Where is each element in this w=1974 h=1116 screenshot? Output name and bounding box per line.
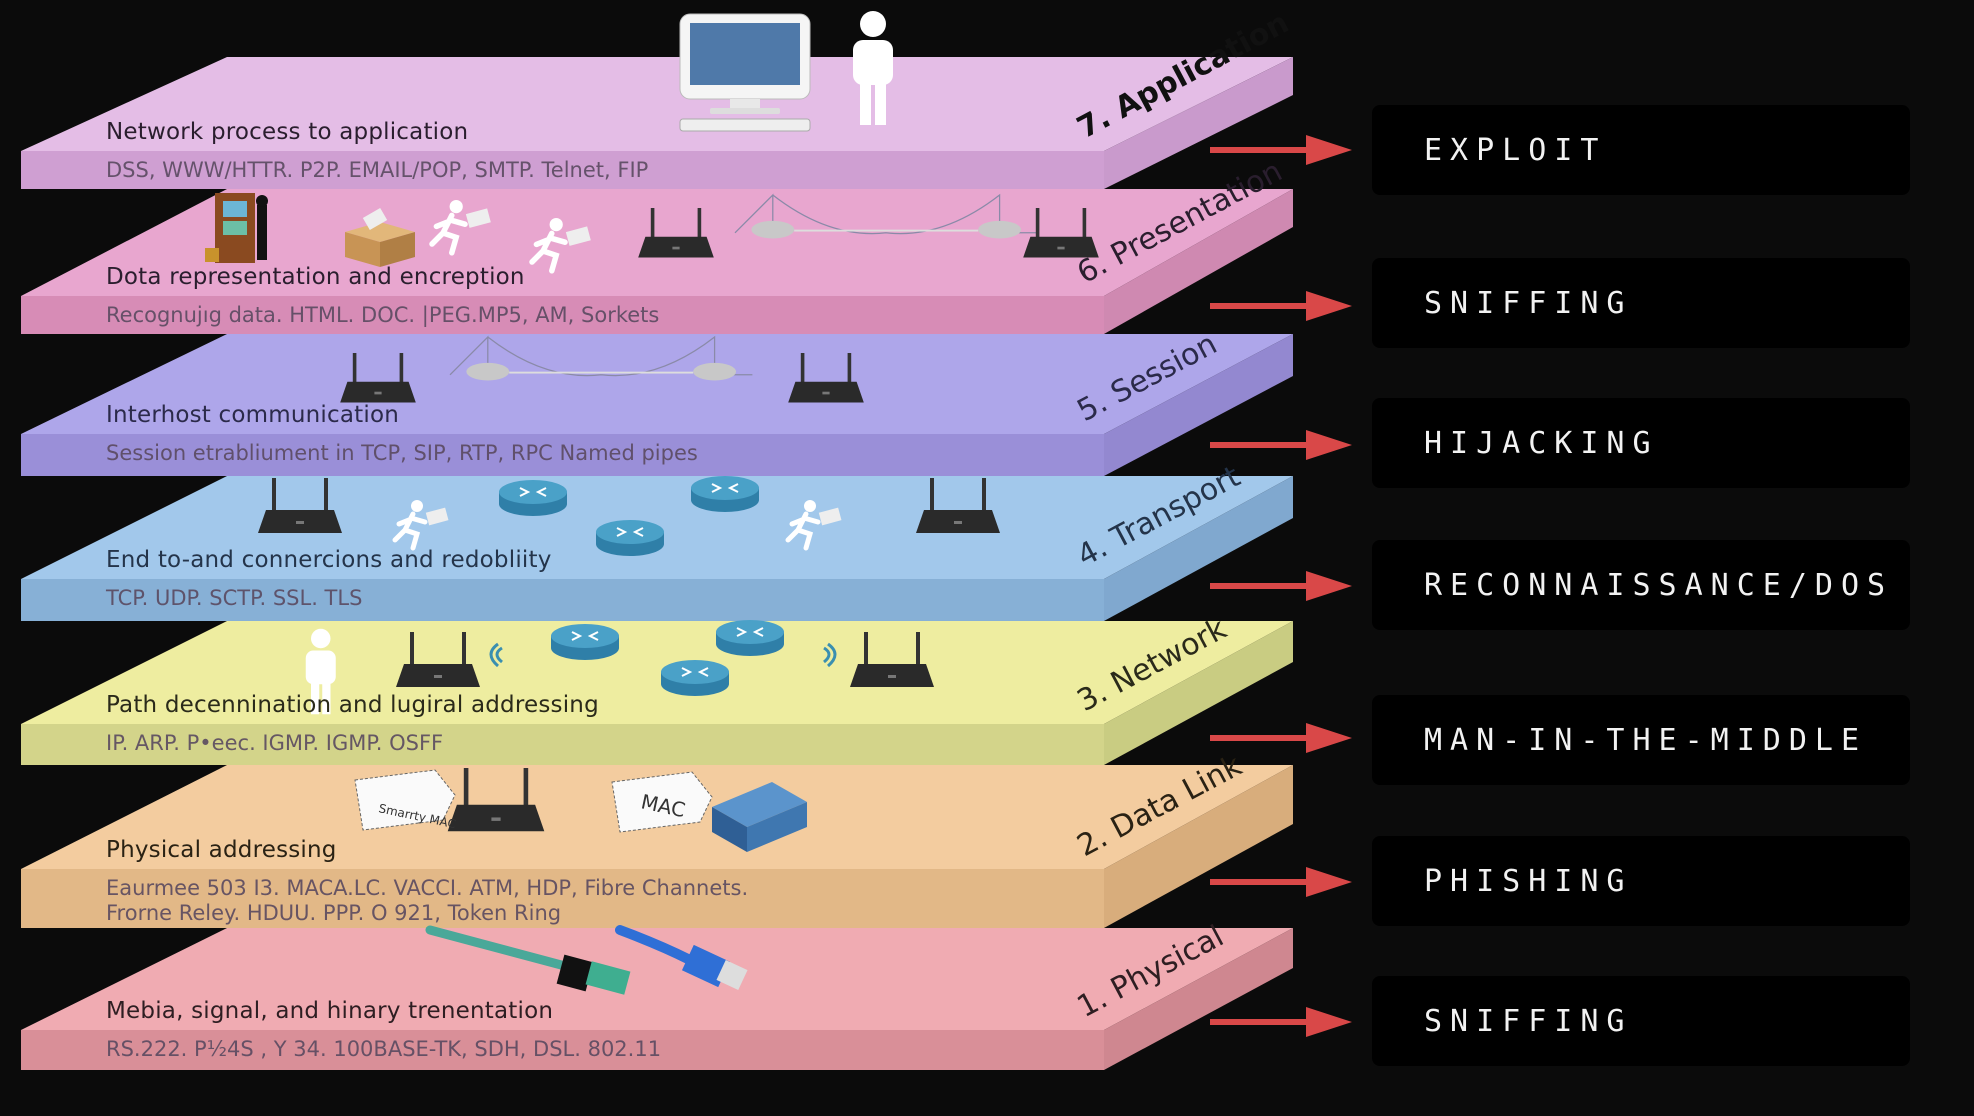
layer-description: Interhost communication: [106, 402, 400, 428]
attack-label: MAN-IN-THE-MIDDLE: [1424, 722, 1868, 758]
computer-icon: [679, 13, 811, 132]
wifi-icon: [823, 642, 837, 668]
arrow-icon: [1210, 135, 1352, 165]
layer-side-face: [1104, 334, 1293, 476]
box-icon: [345, 207, 415, 267]
attack-box: SNIFFING: [1372, 258, 1910, 348]
layer-1: [21, 925, 1293, 1070]
attack-label: HIJACKING: [1424, 425, 1659, 461]
attack-label: SNIFFING: [1424, 1003, 1633, 1039]
arrow-icon: [1210, 723, 1352, 753]
layer-protocols: Recognujıg data. HTML. DOC. |PEG.MP5, AM…: [106, 303, 660, 327]
router-icon: [396, 632, 480, 687]
attack-label: PHISHING: [1424, 863, 1633, 899]
attack-box: HIJACKING: [1372, 398, 1910, 488]
layer-7: [21, 11, 1293, 189]
router-icon: [340, 353, 416, 403]
wifi-icon: [489, 642, 503, 668]
router-icon: [258, 478, 342, 533]
layer-top-face: [21, 621, 1293, 724]
mac-tag-icon: [354, 769, 456, 831]
router-disc-icon: [499, 480, 567, 516]
layer-side-face: [1104, 621, 1293, 765]
layer-protocols: RS.222. P½4S , Y 34. 100BASE-TK, SDH, DS…: [106, 1037, 662, 1061]
person-icon: [305, 628, 336, 715]
runner-icon: [429, 200, 491, 256]
arrow-icon: [1210, 867, 1352, 897]
atm-icon: [205, 193, 268, 263]
arrow-icon: [1210, 571, 1352, 601]
layer-top-face: [21, 928, 1293, 1030]
router-disc-icon: [691, 476, 759, 512]
layer-protocols: Frorne Reley. HDUU. PPP. O 921, Token Ri…: [106, 901, 562, 925]
router-icon: [447, 768, 545, 832]
arrow-icon: [1210, 291, 1352, 321]
switch-icon: [712, 782, 807, 852]
person-icon: [853, 11, 893, 125]
layer-description: Dota representation and encreption: [106, 264, 525, 290]
layer-protocols: TCP. UDP. SCTP. SSL. TLS: [106, 586, 363, 610]
attack-label: SNIFFING: [1424, 285, 1633, 321]
layer-side-face: [1104, 189, 1293, 334]
layer-protocols: IP. ARP. P•eec. IGMP. IGMP. OSFF: [106, 731, 444, 755]
attack-box: MAN-IN-THE-MIDDLE: [1372, 695, 1910, 785]
runner-icon: [785, 500, 842, 551]
router-icon: [788, 353, 864, 403]
layer-description: Physical addressing: [106, 837, 337, 863]
fiber-cable-icon: [425, 925, 631, 995]
layer-side-face: [1104, 476, 1293, 621]
layer-description: End to-and connercions and redobliity: [106, 547, 552, 573]
layer-top-face: [21, 57, 1293, 151]
router-disc-icon: [716, 620, 784, 656]
layer-description: Path decennination and lugiral addressin…: [106, 692, 599, 718]
layer-side-face: [1104, 765, 1293, 928]
attack-box: RECONNAISSANCE/DOS: [1372, 540, 1910, 630]
layer-front-face: [21, 1030, 1104, 1070]
bridge-icon: [734, 193, 1038, 239]
router-icon: [916, 478, 1000, 533]
router-disc-icon: [551, 624, 619, 660]
mac-tag-icon: [611, 771, 713, 833]
attack-box: PHISHING: [1372, 836, 1910, 926]
layer-protocols: Eaurmee 503 I3. MACA.LC. VACCI. ATM, HDP…: [106, 876, 749, 900]
layer-front-face: [21, 579, 1104, 621]
runner-icon: [529, 218, 591, 274]
attack-label: EXPLOIT: [1424, 132, 1607, 168]
layer-description: Mebia, signal, and hinary trenentation: [106, 998, 554, 1024]
arrow-icon: [1210, 1007, 1352, 1037]
router-icon: [1023, 208, 1099, 258]
ethernet-cable-icon: [615, 925, 748, 991]
runner-icon: [392, 500, 449, 551]
attack-box: EXPLOIT: [1372, 105, 1910, 195]
bridge-icon: [449, 335, 753, 381]
layer-5: [21, 334, 1293, 476]
layer-side-face: [1104, 57, 1293, 189]
layer-top-face: [21, 334, 1293, 434]
layer-front-face: [21, 869, 1104, 928]
layer-front-face: [21, 151, 1104, 189]
attack-label: RECONNAISSANCE/DOS: [1424, 567, 1894, 603]
layer-description: Network process to application: [106, 119, 469, 145]
router-disc-icon: [596, 520, 664, 556]
layer-front-face: [21, 724, 1104, 765]
layer-6: [21, 189, 1293, 334]
arrow-icon: [1210, 430, 1352, 460]
layer-protocols: DSS, WWW/HTTR. P2P. EMAIL/POP, SMTP. Tel…: [106, 158, 649, 182]
layer-3: [21, 620, 1293, 765]
layer-4: [21, 476, 1293, 621]
layer-side-face: [1104, 928, 1293, 1070]
layer-protocols: Session etrabliument in TCP, SIP, RTP, R…: [106, 441, 698, 465]
layer-front-face: [21, 296, 1104, 334]
attack-box: SNIFFING: [1372, 976, 1910, 1066]
router-disc-icon: [661, 660, 729, 696]
layer-front-face: [21, 434, 1104, 476]
router-icon: [638, 208, 714, 258]
router-icon: [850, 632, 934, 687]
